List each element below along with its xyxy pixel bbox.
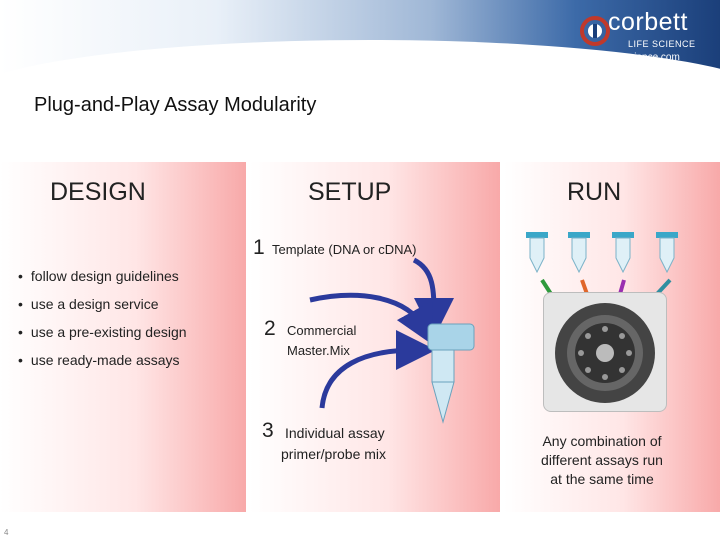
- run-heading: RUN: [567, 178, 622, 206]
- header-banner: corbett LIFE SCIENCE www.corbettlifescie…: [0, 0, 720, 80]
- design-bullet: use ready-made assays: [18, 352, 187, 380]
- step-3-text-line1: Individual assay: [285, 425, 385, 441]
- run-caption: Any combination of different assays run …: [520, 432, 684, 489]
- design-bullet: use a design service: [18, 296, 187, 324]
- reaction-tube-icon: [427, 323, 475, 424]
- design-heading: DESIGN: [50, 178, 146, 206]
- step-2-number: 2: [264, 317, 276, 340]
- run-caption-line2: different assays run: [541, 452, 663, 468]
- tube-icon: [526, 232, 548, 274]
- logo-subtitle: LIFE SCIENCE: [628, 39, 696, 49]
- arrow-template-to-tube: [412, 257, 454, 338]
- setup-heading: SETUP: [308, 178, 392, 206]
- rotor-gene-machine-image: [543, 292, 667, 412]
- step-3-number: 3: [262, 419, 274, 442]
- corbett-logo-mark-icon: [580, 16, 610, 46]
- slide-title: Plug-and-Play Assay Modularity: [34, 94, 317, 116]
- run-caption-line3: at the same time: [550, 471, 654, 487]
- step-2-text-line1: Commercial: [287, 323, 357, 338]
- page-number: 4: [4, 528, 9, 537]
- setup-arrows-diagram: [309, 257, 475, 424]
- corbett-logo: corbett LIFE SCIENCE www.corbettlifescie…: [542, 8, 702, 72]
- logo-word: corbett: [608, 8, 688, 36]
- tube-icon: [568, 232, 590, 274]
- step-2-text-line2: Master.Mix: [287, 343, 350, 358]
- logo-url: www.corbettlifescience.com: [557, 52, 680, 63]
- tube-icon: [612, 232, 634, 274]
- design-bullet: follow design guidelines: [18, 268, 187, 296]
- rotor-icon: [555, 303, 655, 403]
- arrow-mastermix-to-tube: [309, 292, 434, 346]
- design-bullet: use a pre-existing design: [18, 324, 187, 352]
- run-caption-line1: Any combination of: [542, 433, 662, 449]
- arrow-assay-to-tube: [319, 330, 436, 409]
- step-3-text-line2: primer/probe mix: [281, 446, 387, 462]
- step-1-number: 1: [253, 236, 265, 259]
- step-1-text: Template (DNA or cDNA): [272, 242, 417, 257]
- design-bullet-list: follow design guidelines use a design se…: [18, 268, 187, 380]
- tube-icon: [656, 232, 678, 274]
- run-tubes-diagram: [526, 232, 678, 310]
